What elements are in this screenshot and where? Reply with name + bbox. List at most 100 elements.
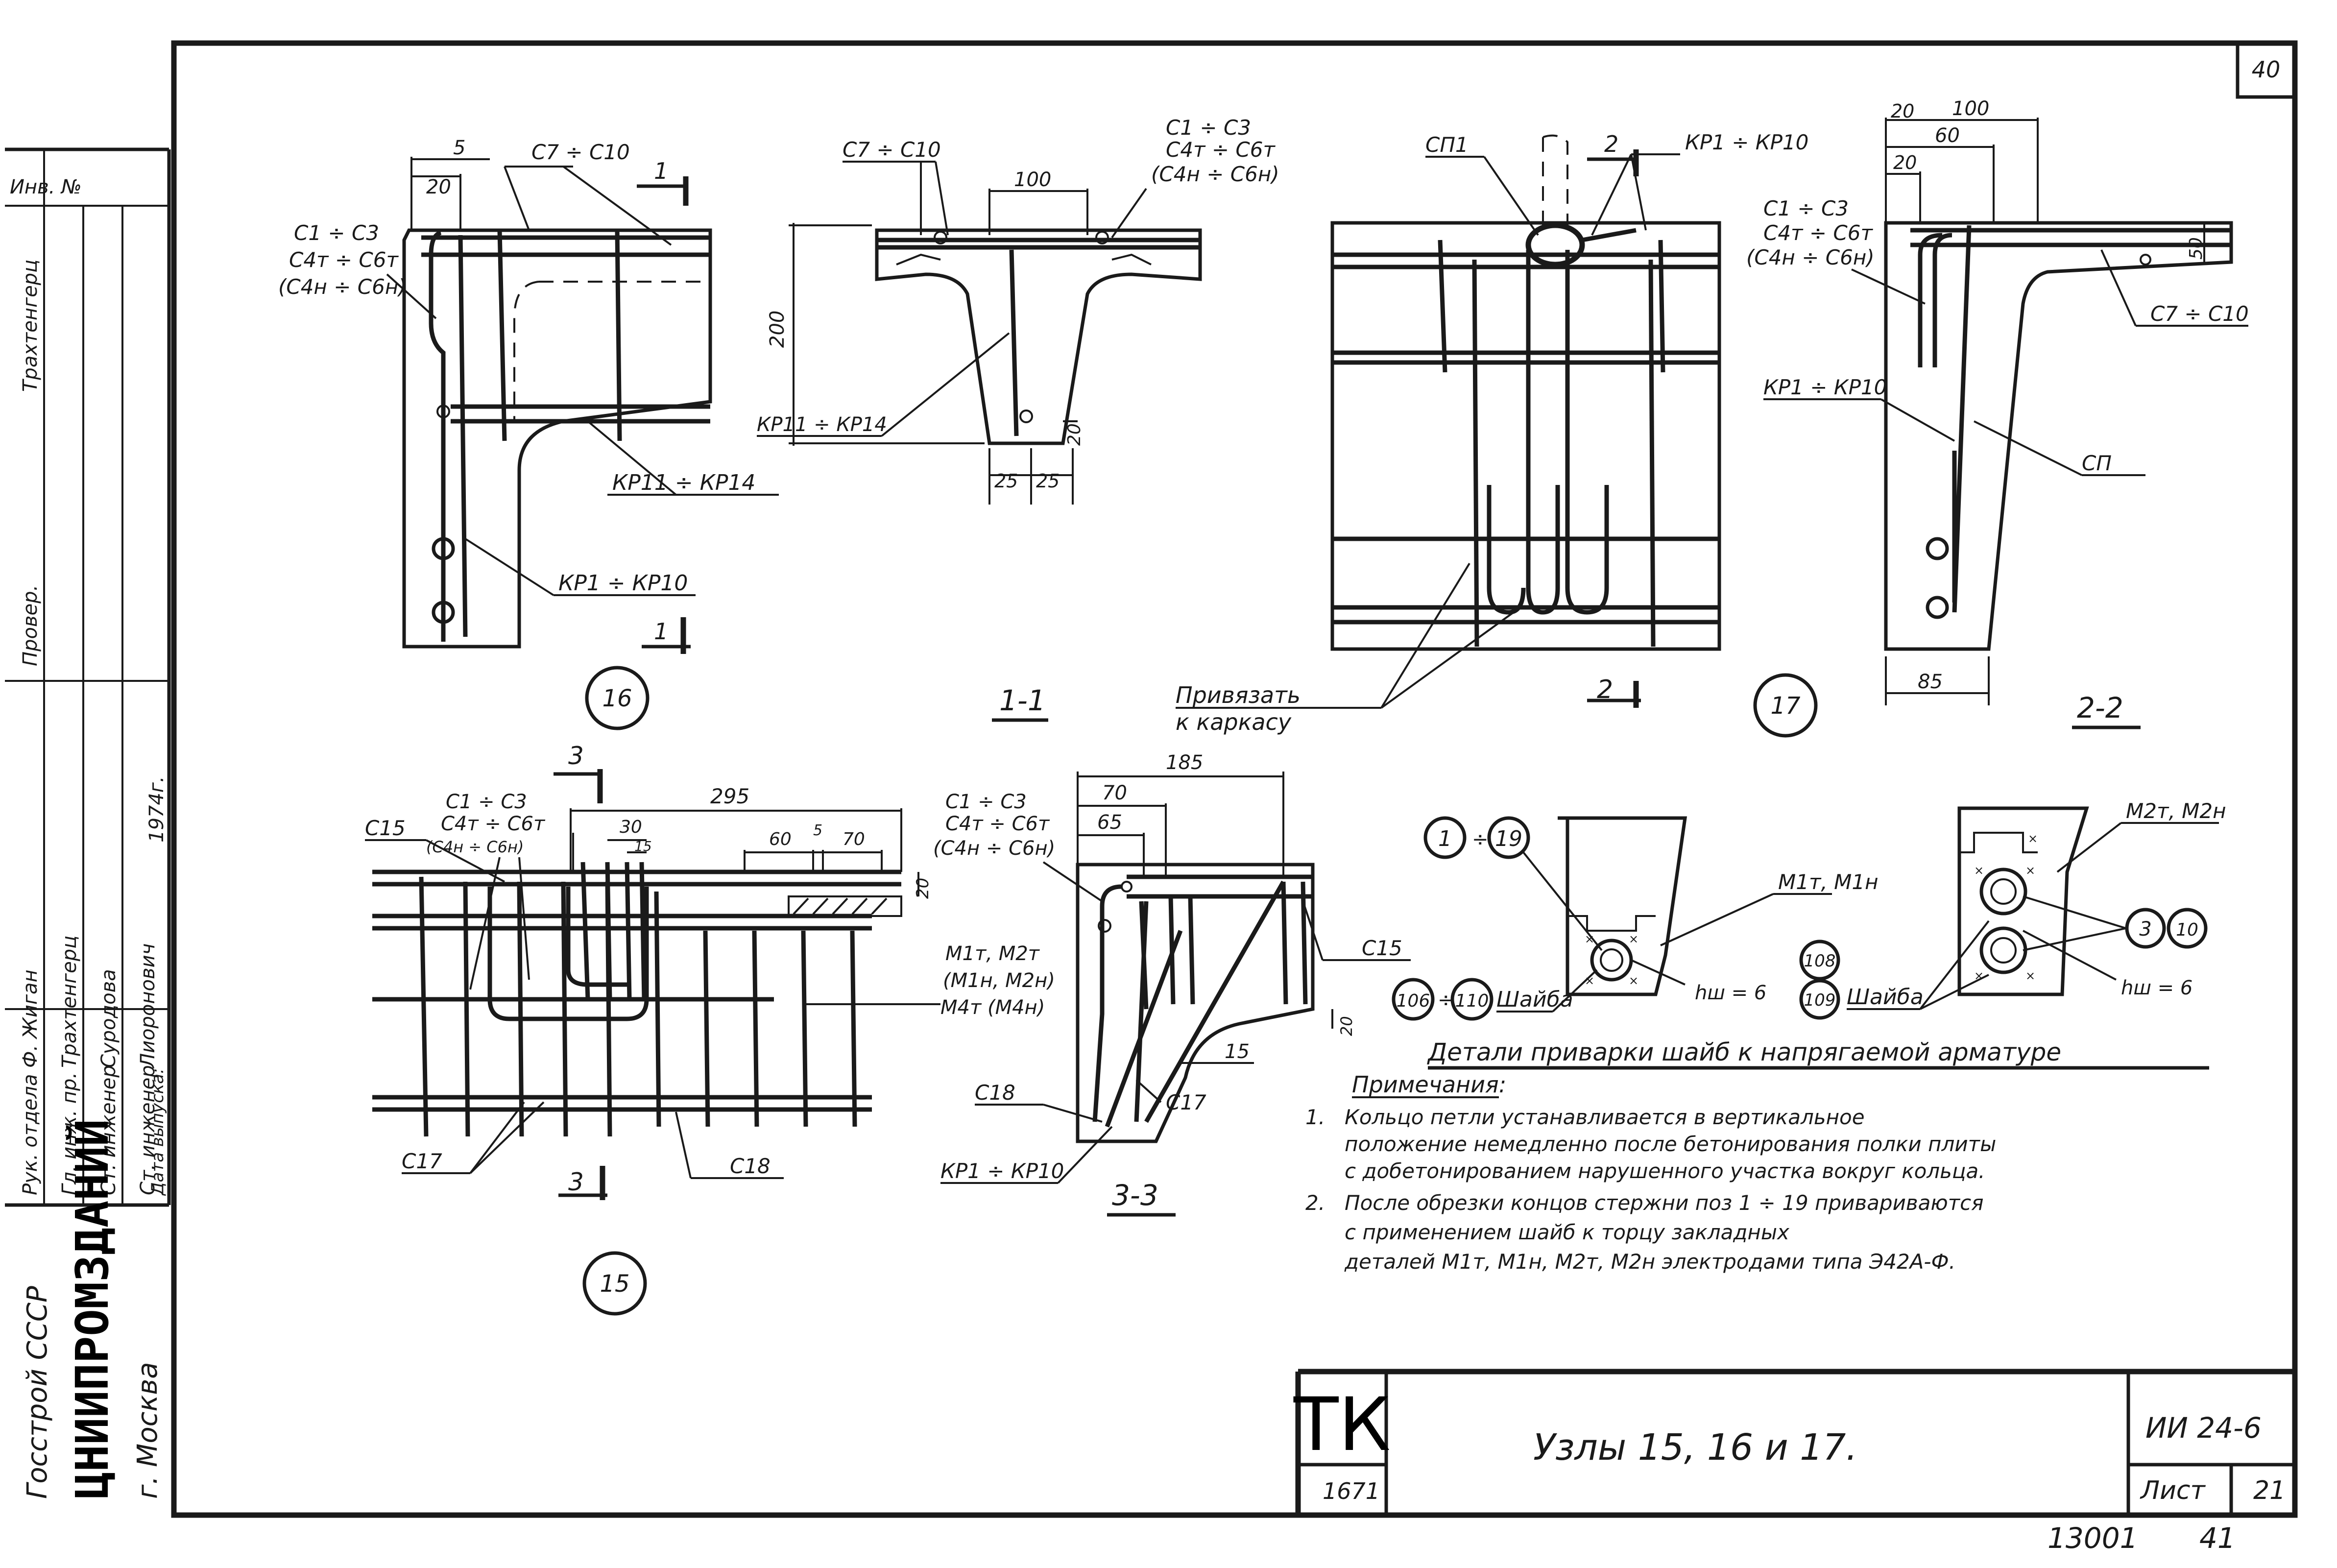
title-code-sub: 1671 xyxy=(1323,1478,1380,1504)
org-gosstroy: Госстрой СССР xyxy=(22,1286,53,1499)
s11-label-c4n-c6n: (С4н ÷ С6н) xyxy=(1151,162,1279,186)
approval-role-4: Ст. инженер xyxy=(137,1065,159,1195)
svg-text:×: × xyxy=(2025,969,2035,983)
node-16-drawing: 5 20 С7 ÷ С10 С1 ÷ С3 С4т ÷ С6т (С4н ÷ С… xyxy=(278,137,779,730)
s33-dim-65: 65 xyxy=(1097,811,1122,834)
section-3-3-drawing: 185 70 65 20 С1 ÷ С3 С4т ÷ С6т (С4н ÷ С6… xyxy=(933,751,1411,1217)
n15-label-c1-c3: С1 ÷ С3 xyxy=(446,791,527,813)
s33-label-c1-c3: С1 ÷ С3 xyxy=(945,791,1027,813)
s22-dim-85: 85 xyxy=(1918,671,1943,693)
s22-dim-60: 60 xyxy=(1935,124,1960,147)
wd-left-part: М1т, М1н xyxy=(1778,870,1879,894)
s33-dim-70: 70 xyxy=(1102,782,1127,804)
n15-label-m1t-m2t: М1т, М2т xyxy=(945,942,1040,965)
s22-dim-100: 100 xyxy=(1952,97,1989,120)
n17-label-kr1-kr10: КР1 ÷ КР10 xyxy=(1685,130,1808,154)
release-date-label: Дата выпуска: xyxy=(148,1068,168,1196)
n16-label-c4t-c6t: С4т ÷ С6т xyxy=(289,248,399,272)
s22-dim-20-top: 20 xyxy=(1891,100,1914,122)
note-2-line-2: с применением шайб к торцу закладных xyxy=(1345,1220,1790,1244)
s22-label-c7-c10: С7 ÷ С10 xyxy=(2150,302,2249,326)
n16-dim-20: 20 xyxy=(426,176,451,198)
org-city: г. Москва xyxy=(132,1362,164,1499)
s11-label-kr11-kr14: КР11 ÷ КР14 xyxy=(757,413,887,436)
n15-dim-60: 60 xyxy=(769,829,792,849)
n15-dim-5: 5 xyxy=(813,822,822,839)
n15-dim-15: 15 xyxy=(634,838,652,854)
svg-text:×: × xyxy=(1585,974,1594,988)
n16-label-c7-c10: С7 ÷ С10 xyxy=(531,140,630,164)
s33-label-c15: С15 xyxy=(1362,936,1402,960)
n17-label-privyazat: Привязать xyxy=(1176,682,1301,708)
n15-dim-295: 295 xyxy=(710,784,749,808)
n15-dim-20: 20 xyxy=(913,878,933,899)
s11-dim-25a: 25 xyxy=(994,470,1018,492)
n15-section-mark-top: 3 xyxy=(568,742,584,770)
note-2-line-1: После обрезки концов стержни поз 1 ÷ 19 … xyxy=(1345,1191,1984,1215)
n17-section-mark-bottom: 2 xyxy=(1597,675,1613,704)
note-1-line-1: Кольцо петли устанавливается в вертикаль… xyxy=(1345,1105,1865,1129)
section-3-3-title: 3-3 xyxy=(1112,1179,1158,1212)
s11-label-c4t-c6t: С4т ÷ С6т xyxy=(1166,138,1276,162)
wd-right-part: М2т, М2н xyxy=(2126,799,2226,823)
n15-label-c4t-c6t: С4т ÷ С6т xyxy=(441,813,546,835)
svg-text:×: × xyxy=(1974,864,1984,877)
year: 1974г. xyxy=(145,776,168,843)
wd-left-weld: hш = 6 xyxy=(1695,982,1766,1004)
sheet-label: Лист xyxy=(2140,1476,2206,1505)
washer-details: × × × × 1 ÷ 19 106 ÷ 110 Шайба М1т, М1н … xyxy=(1392,799,2226,1070)
n16-label-kr11-kr14: КР11 ÷ КР14 xyxy=(612,470,755,495)
wd-left-washer-to: 110 xyxy=(1455,991,1489,1011)
n16-label-c4n-c6n: (С4н ÷ С6н) xyxy=(278,275,407,299)
approval-role-1: Рук. отдела xyxy=(19,1074,42,1196)
sheet-title: Узлы 15, 16 и 17. xyxy=(1533,1426,1857,1469)
approval-name-3: Суродова xyxy=(97,969,120,1068)
page-number: 40 xyxy=(2252,56,2281,83)
vertical-name: Трахтенгерц xyxy=(19,260,42,392)
n15-label-m4t-m4n: М4т (М4н) xyxy=(940,996,1045,1019)
note-1-number: 1. xyxy=(1305,1105,1325,1129)
n16-section-mark-top: 1 xyxy=(654,158,668,184)
n15-label-c18: С18 xyxy=(730,1154,771,1178)
wd-right-weld: hш = 6 xyxy=(2121,977,2192,999)
svg-text:÷: ÷ xyxy=(1472,828,1489,851)
s33-label-c4t-c6t: С4т ÷ С6т xyxy=(945,813,1050,835)
svg-text:×: × xyxy=(1629,974,1638,988)
approval-name-2: Трахтенгерц xyxy=(58,936,81,1068)
n15-label-c15: С15 xyxy=(365,816,406,840)
s33-label-kr1-kr10: КР1 ÷ КР10 xyxy=(940,1159,1064,1183)
s11-dim-20: 20 xyxy=(1064,423,1084,446)
svg-text:×: × xyxy=(1585,932,1594,946)
title-code: ТК xyxy=(1293,1382,1391,1468)
s11-label-c7-c10: С7 ÷ С10 xyxy=(843,138,941,162)
n15-section-mark-bottom: 3 xyxy=(568,1168,584,1196)
n15-label-m1n-m2n: (М1н, М2н) xyxy=(943,969,1055,992)
title-block: ТК 1671 Узлы 15, 16 и 17. ИИ 24-6 Лист 2… xyxy=(1293,1369,2295,1515)
note-2-line-3: деталей М1т, М1н, М2т, М2н электродами т… xyxy=(1344,1250,1955,1274)
approval-role-3: Ст. инженер xyxy=(97,1065,120,1195)
s11-label-c1-c3: С1 ÷ С3 xyxy=(1166,116,1251,140)
n16-section-mark-bottom: 1 xyxy=(654,618,668,645)
n16-dim-5: 5 xyxy=(453,137,465,159)
side-panel: Инв. № Рук. отдела Ф. Жиган Гл. инж. пр.… xyxy=(5,147,171,1499)
wd-right-washer: Шайба xyxy=(1847,985,1924,1010)
notes-heading: Примечания: xyxy=(1352,1071,1506,1098)
node-17-circle: 17 xyxy=(1770,692,1801,720)
bottom-number-2: 41 xyxy=(2199,1521,2236,1555)
s33-dim-185: 185 xyxy=(1166,751,1203,774)
n16-label-c1-c3: С1 ÷ С3 xyxy=(294,221,379,245)
org-tsniipromzdaniy: ЦНИИПРОМЗДАНИЙ xyxy=(66,1119,119,1499)
n16-label-kr1-kr10: КР1 ÷ КР10 xyxy=(558,571,688,596)
n15-dim-70: 70 xyxy=(843,829,865,849)
s22-label-sp: СП xyxy=(2082,451,2112,475)
note-2-number: 2. xyxy=(1305,1191,1325,1215)
section-1-1-title: 1-1 xyxy=(999,684,1046,717)
wd-right-r2: 10 xyxy=(2176,920,2198,940)
s33-label-c4n-c6n: (С4н ÷ С6н) xyxy=(933,837,1055,860)
bottom-number-1: 13001 xyxy=(2048,1521,2138,1555)
s33-dim-20: 20 xyxy=(1337,1016,1356,1036)
n15-dim-30: 30 xyxy=(620,817,642,837)
section-1-1-drawing: 200 100 25 25 20 С7 ÷ С10 С1 ÷ С3 С4т ÷ … xyxy=(757,116,1279,722)
s33-label-15: 15 xyxy=(1225,1040,1250,1063)
